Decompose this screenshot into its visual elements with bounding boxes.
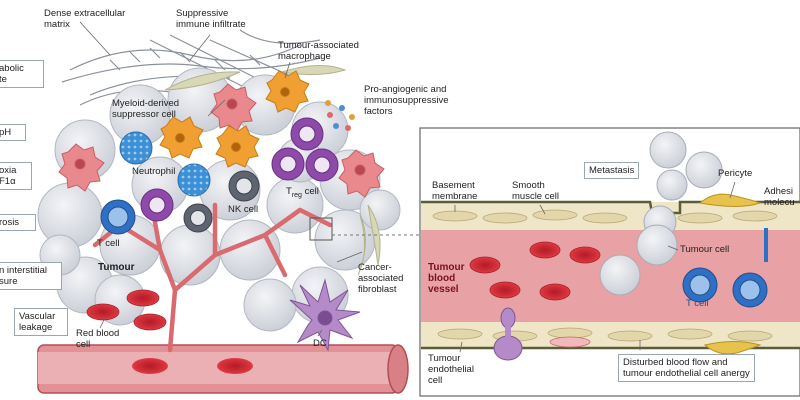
label-treg-base: T (286, 186, 292, 197)
extracellular-matrix (61, 29, 321, 106)
label-treg-sub: reg (291, 191, 302, 199)
dendritic-cell (289, 278, 361, 352)
red-blood-cell (86, 303, 120, 321)
zoom-box (309, 217, 333, 241)
label-neutrophil: Neutrophil (132, 166, 176, 177)
label-disturbed: Disturbed blood flow and tumour endothel… (618, 354, 755, 382)
sidebar-metabolic: abolic te (0, 60, 44, 88)
sidebar-necrosis: rosis (0, 214, 36, 231)
label-endothelial: Tumour endothelial cell (428, 353, 474, 386)
red-blood-cell (489, 281, 521, 299)
label-suppressive-infiltrate: Suppressive immune infiltrate (176, 8, 246, 30)
label-nk-cell: NK cell (228, 204, 259, 215)
mdsc-group (58, 83, 385, 198)
label-tumour: Tumour (98, 262, 135, 273)
leader-lines (79, 21, 363, 337)
factor-dots (325, 100, 355, 131)
vessel-red-blood-cells (469, 241, 601, 301)
label-proangiogenic: Pro-angiogenic and immunosuppressive fac… (364, 84, 449, 117)
nk-cell-group (183, 170, 260, 233)
pericyte-group (698, 193, 762, 355)
smooth-muscle-cells (432, 209, 778, 224)
red-blood-cell (569, 246, 601, 264)
label-vessel-title: Tumour blood vessel (428, 262, 465, 295)
neutrophil-cell (177, 163, 211, 197)
red-blood-cell (469, 256, 501, 274)
label-tam: Tumour-associated macrophage (278, 40, 359, 62)
neutrophil-cell (119, 131, 153, 165)
metastatic-cell (649, 131, 687, 169)
label-basement: Basement membrane (432, 180, 478, 202)
metastatic-cell (685, 151, 723, 189)
label-dc: DC (313, 338, 327, 349)
label-treg-suffix: cell (301, 186, 319, 197)
vessel-t-cells (682, 267, 768, 308)
label-vessel-t-cell: T cell (686, 298, 709, 309)
label-red-blood-cell: Red blood cell (76, 328, 120, 350)
lumen-tumour-cell (599, 254, 641, 296)
sidebar-pressure: n interstitial sure (0, 262, 62, 290)
neutrophil-group (119, 131, 211, 197)
macrophage-group (159, 70, 310, 168)
red-blood-cell (126, 289, 160, 307)
fibroblast-cell (164, 71, 241, 91)
red-blood-cell (539, 283, 571, 301)
metastatic-cell (656, 169, 688, 201)
sidebar-ph: pH (0, 124, 26, 141)
pericyte-cell (698, 193, 762, 207)
adhesion-molecule (764, 228, 768, 262)
left-t-cell (100, 199, 136, 235)
label-tumour-cell: Tumour cell (680, 244, 730, 255)
left-blood-vessel (37, 344, 409, 394)
lumen-tumour-cells (599, 224, 678, 296)
red-blood-cell (133, 313, 167, 331)
endothelial-cell (549, 336, 591, 348)
label-dense-matrix: Dense extracellular matrix (44, 8, 126, 30)
label-metastasis: Metastasis (584, 162, 640, 179)
metastasis-cells (643, 131, 723, 239)
extravasating-cell (493, 307, 523, 361)
lumen-tumour-cell (636, 224, 678, 266)
red-blood-cell (529, 241, 561, 259)
label-t-cell: T cell (97, 238, 120, 249)
right-panel (419, 127, 800, 397)
label-smooth-muscle: Smooth muscle cell (512, 180, 559, 202)
left-panel (37, 21, 420, 394)
label-adhesion: Adhesi molecu (764, 186, 795, 208)
sidebar-leakage: Vascular leakage (14, 308, 68, 336)
sidebar-hypoxia: oxia F1α (0, 162, 32, 190)
right-leader-lines (454, 181, 736, 353)
label-caf: Cancer- associated fibroblast (358, 262, 404, 295)
label-pericyte: Pericyte (718, 168, 753, 179)
fibroblast-cell (281, 64, 347, 76)
label-treg: Treg cell (286, 186, 319, 201)
pericyte-cell (703, 341, 762, 355)
label-mdsc: Myeloid-derived suppressor cell (112, 98, 180, 120)
treg-group (140, 117, 339, 222)
red-blood-cells (86, 289, 167, 331)
